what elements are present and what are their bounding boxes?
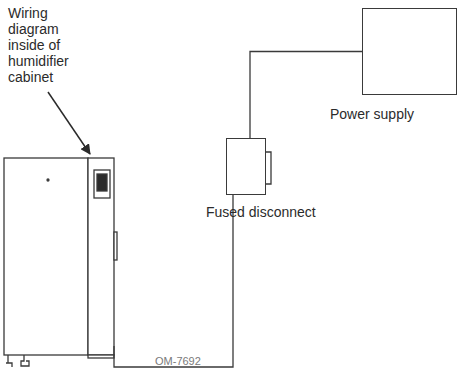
box-outline: [226, 138, 266, 195]
fused-disconnect-box: Fused disconnect: [226, 138, 266, 195]
node-label: Fused disconnect: [206, 204, 316, 220]
figure-number: OM-7692: [155, 355, 225, 368]
box-outline: [362, 8, 457, 95]
leader-arrow: [48, 92, 90, 154]
power-wire: [250, 52, 362, 139]
disconnect-handle: [266, 152, 271, 184]
humidifier-cabinet: [4, 158, 117, 367]
power-wire: [114, 195, 233, 367]
callout-label: Wiring diagram inside of humidifier cabi…: [8, 5, 88, 85]
power-supply-box: Power supply: [362, 8, 457, 95]
node-label: Power supply: [330, 106, 414, 122]
